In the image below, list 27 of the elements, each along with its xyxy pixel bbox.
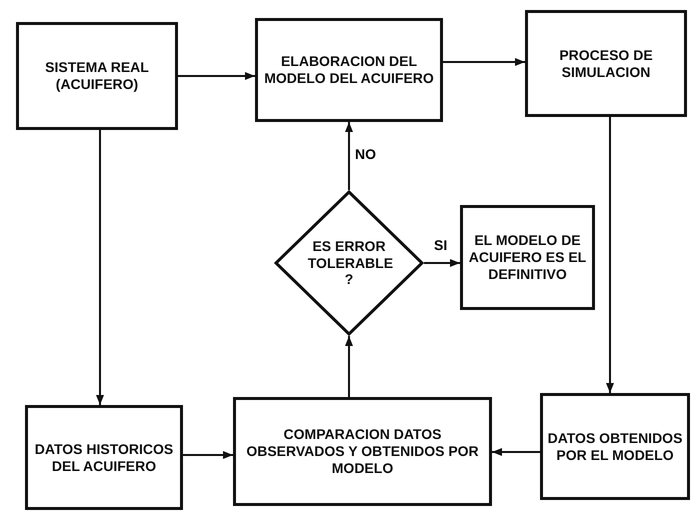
node-label: COMPARACION DATOS OBSERVADOS Y OBTENIDOS POR MODELO	[245, 426, 480, 477]
process-box	[540, 393, 690, 500]
node-label: DATOS OBTENIDOS POR EL MODELO	[547, 430, 683, 464]
decision-diamond	[274, 190, 424, 336]
node-label: PROCESO DE SIMULACION	[558, 46, 654, 80]
arrow	[96, 130, 104, 405]
arrow	[606, 117, 614, 393]
arrow	[424, 259, 460, 267]
edge-label: SI	[432, 237, 450, 253]
process-box	[233, 397, 492, 506]
node-label: SISTEMA REAL (ACUIFERO)	[44, 59, 150, 93]
node-label: ES ERROR TOLERABLE ?	[308, 238, 390, 288]
edge-label: NO	[353, 146, 378, 162]
process-box	[25, 405, 183, 510]
node-label: DATOS HISTORICOS DEL ACUIFERO	[34, 440, 174, 474]
arrow	[345, 336, 353, 397]
process-box	[460, 205, 595, 310]
arrow	[178, 72, 255, 80]
node-label: EL MODELO DE ACUIFERO ES EL DEFINITIVO	[468, 232, 588, 283]
process-box	[525, 10, 687, 117]
arrow	[345, 122, 353, 190]
arrow	[443, 58, 525, 66]
process-box	[16, 22, 178, 130]
process-box	[255, 18, 443, 122]
node-label: ELABORACION DEL MODELO DEL ACUIFERO	[263, 53, 435, 87]
arrow	[183, 451, 233, 459]
arrow	[492, 448, 540, 456]
